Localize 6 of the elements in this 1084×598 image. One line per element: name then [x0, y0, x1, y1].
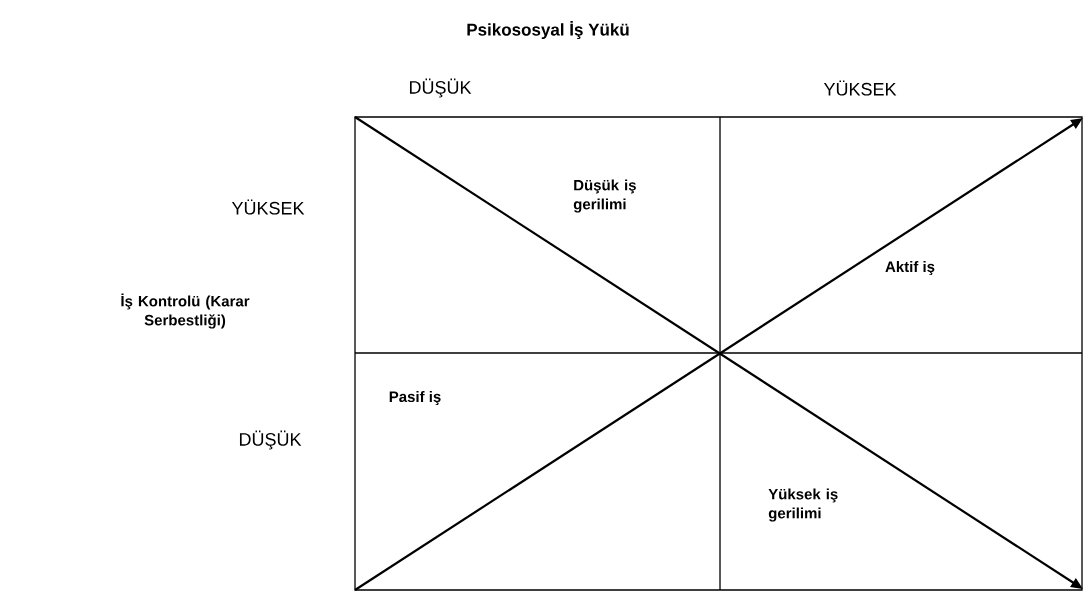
- axis-value: YÜKSEK: [823, 80, 897, 96]
- axis-value: YÜKSEK: [231, 199, 305, 215]
- axis-value: DÜŞÜK: [240, 430, 302, 450]
- axis-title: İş Kontrolü (Karar Serbestliği): [121, 293, 250, 329]
- axis-value: DÜŞÜK: [410, 78, 472, 98]
- chart-title: Psikososyal İş Yükü: [467, 20, 629, 40]
